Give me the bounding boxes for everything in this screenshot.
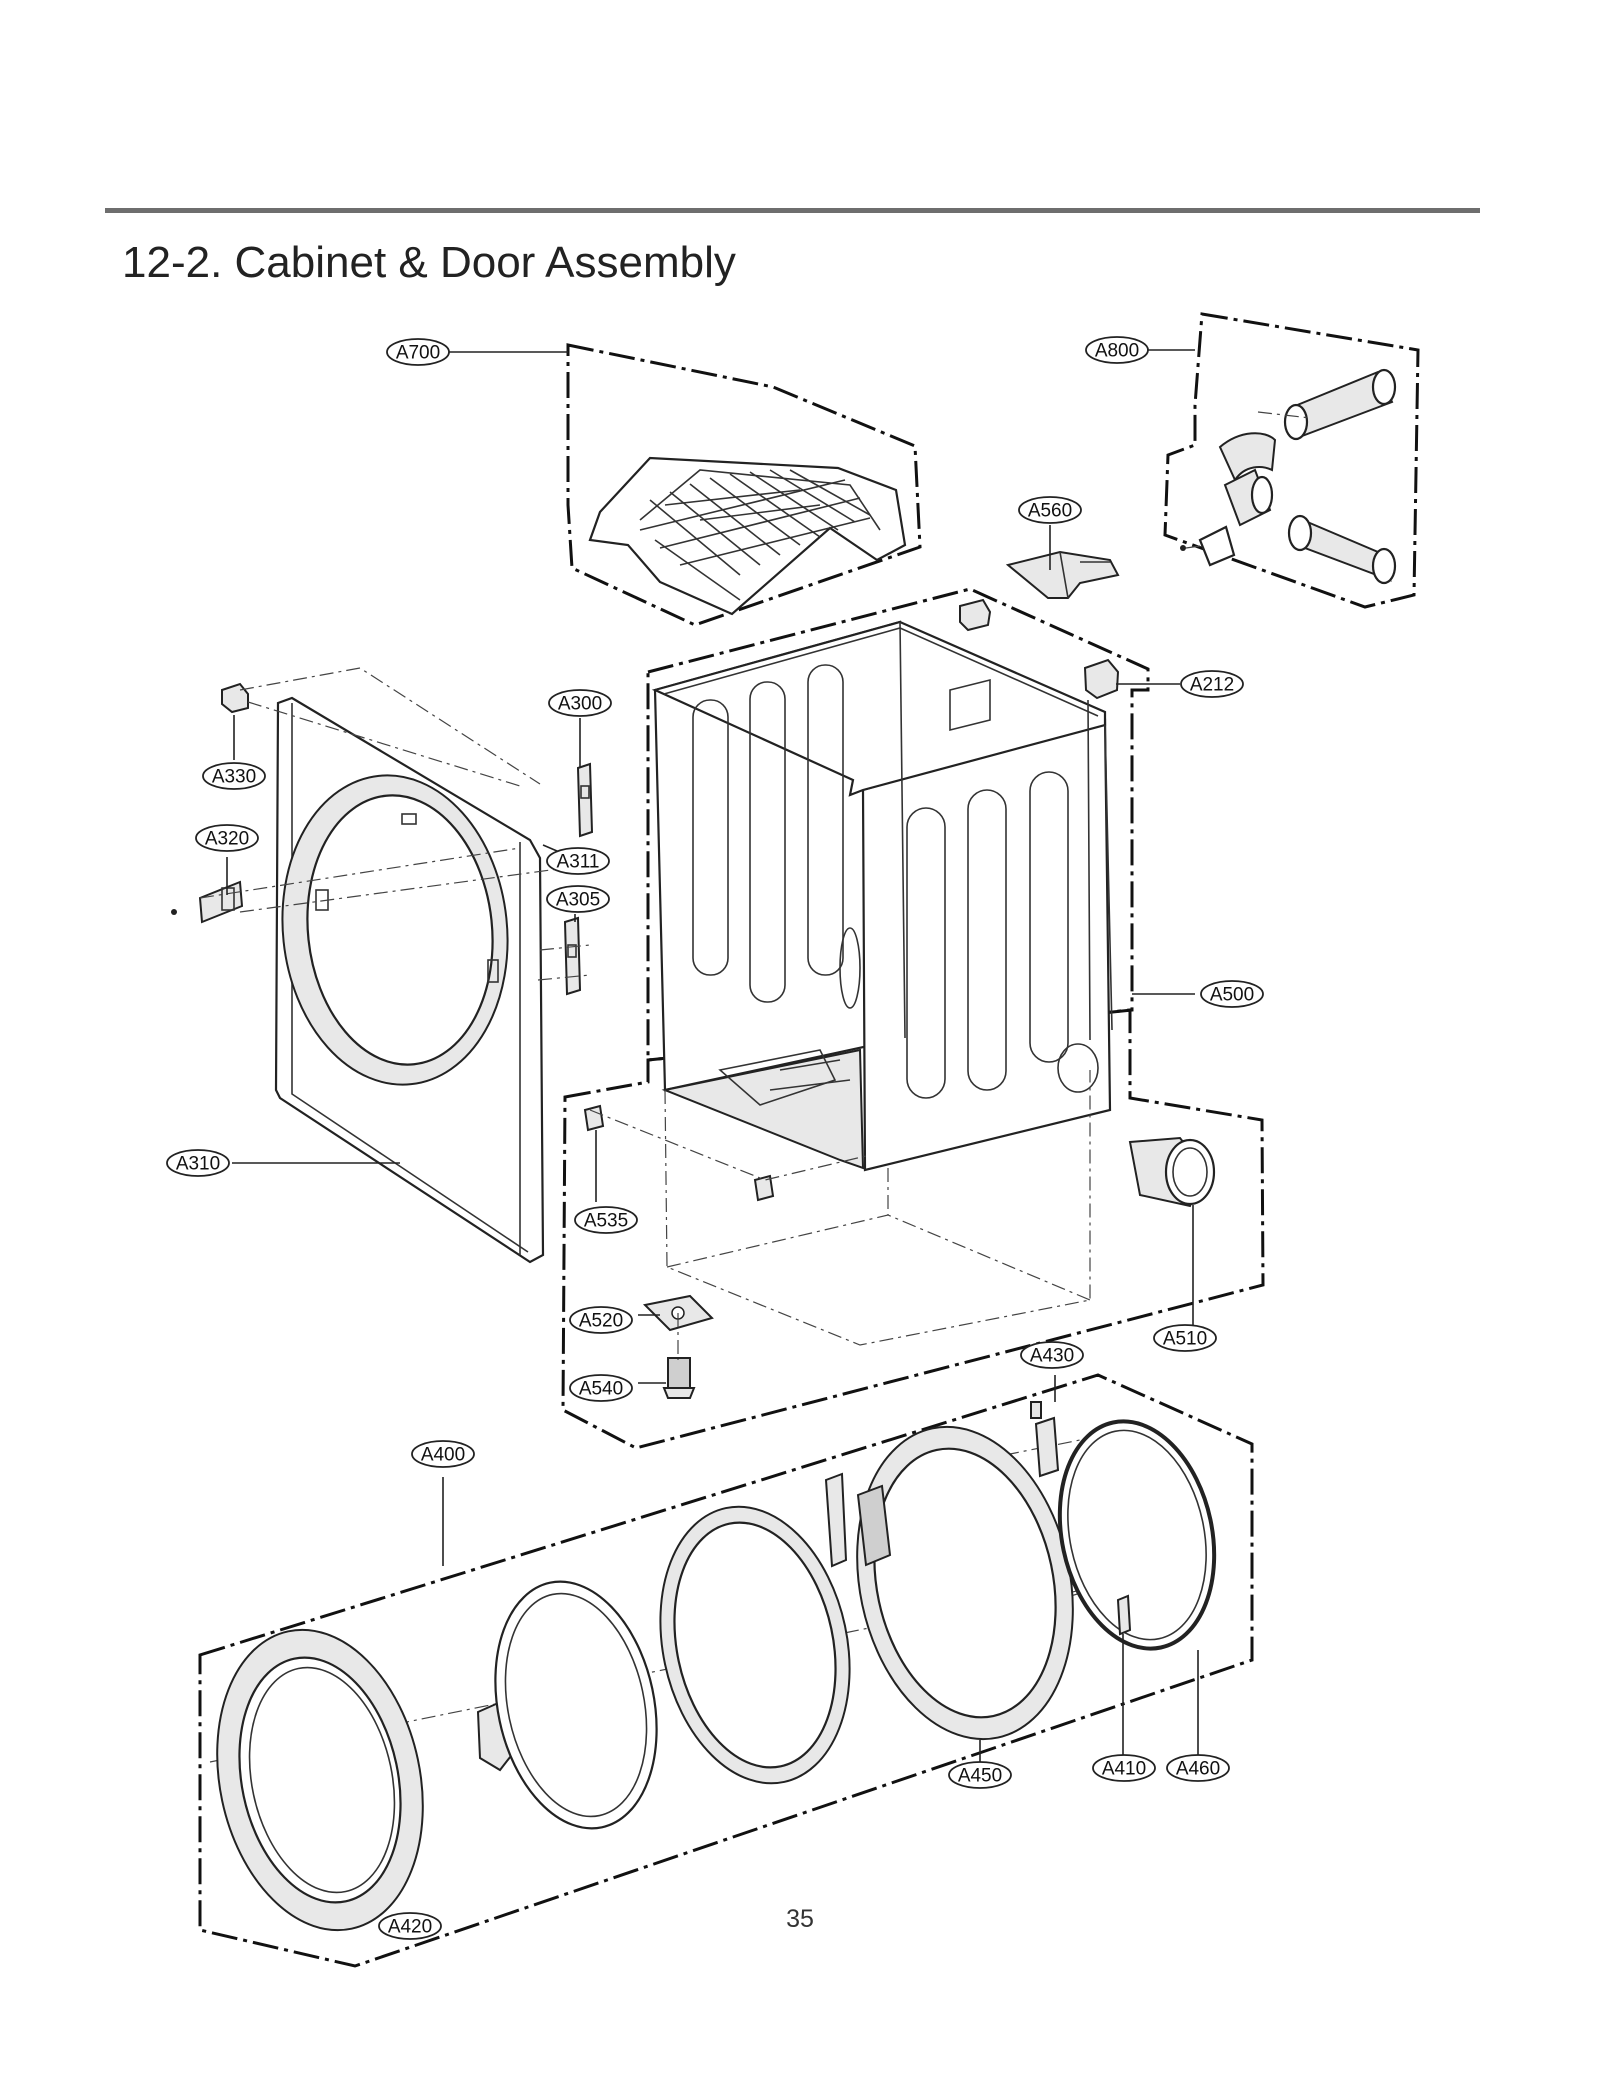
callout-a460: A460 bbox=[1166, 1754, 1230, 1782]
part-a700-drying-rack bbox=[588, 456, 907, 616]
part-a540-leveling-leg bbox=[662, 1357, 696, 1399]
callout-label: A800 bbox=[1095, 341, 1139, 362]
part-a500-cabinet bbox=[651, 620, 1113, 1172]
callout-label: A460 bbox=[1176, 1759, 1220, 1780]
callout-label: A310 bbox=[176, 1154, 220, 1175]
callout-label: A540 bbox=[579, 1379, 623, 1400]
part-a212-bracket bbox=[959, 598, 1120, 700]
part-a510-vent-tube bbox=[1128, 1136, 1216, 1208]
page-number: 35 bbox=[786, 1905, 814, 1933]
part-door-hinge-plate bbox=[824, 1472, 848, 1568]
part-a420-door-outer-ring bbox=[216, 1628, 424, 1932]
callout-label: A520 bbox=[579, 1311, 623, 1332]
group-boundary-cabinet bbox=[646, 587, 1150, 1062]
part-a535-clip bbox=[583, 1104, 775, 1202]
callout-label: A320 bbox=[205, 829, 249, 850]
group-boundary-door bbox=[198, 1373, 1254, 1968]
callout-label: A535 bbox=[584, 1211, 628, 1232]
callout-a310: A310 bbox=[166, 1149, 230, 1177]
callout-a560: A560 bbox=[1018, 496, 1082, 524]
part-a800-exhaust-duct-kit bbox=[1180, 368, 1397, 585]
group-boundary-a800 bbox=[1163, 312, 1420, 609]
callout-label: A510 bbox=[1163, 1329, 1207, 1350]
callout-a510: A510 bbox=[1153, 1324, 1217, 1352]
callout-a212: A212 bbox=[1180, 670, 1244, 698]
callout-a420: A420 bbox=[378, 1912, 442, 1940]
part-a450-door-inner-frame bbox=[856, 1425, 1074, 1741]
part-a320-bracket bbox=[171, 880, 244, 924]
callout-label: A450 bbox=[958, 1766, 1002, 1787]
callout-labels: A700 A800A560A212A300A330A320A311A305A500… bbox=[166, 336, 1264, 1940]
callout-a300: A300 bbox=[548, 689, 612, 717]
callout-label: A700 bbox=[396, 343, 440, 364]
callout-label: A300 bbox=[558, 694, 602, 715]
part-a300-hinge-plate bbox=[576, 762, 594, 838]
part-a460-gasket bbox=[1057, 1419, 1217, 1651]
part-a310-front-panel bbox=[274, 696, 545, 1264]
callout-a520: A520 bbox=[569, 1306, 633, 1334]
callout-label: A400 bbox=[421, 1445, 465, 1466]
callout-a410: A410 bbox=[1092, 1754, 1156, 1782]
callout-a320: A320 bbox=[195, 824, 259, 852]
callout-a500: A500 bbox=[1200, 980, 1264, 1008]
callout-a450: A450 bbox=[948, 1761, 1012, 1789]
callout-a540: A540 bbox=[569, 1374, 633, 1402]
callout-label: A410 bbox=[1102, 1759, 1146, 1780]
callout-label: A500 bbox=[1210, 985, 1254, 1006]
callout-label: A330 bbox=[212, 767, 256, 788]
callout-a330: A330 bbox=[202, 762, 266, 790]
part-a410-latch bbox=[1116, 1594, 1132, 1636]
header-rule bbox=[105, 208, 1480, 213]
group-boundary-base bbox=[561, 1008, 1265, 1450]
part-door-glass-inner bbox=[494, 1580, 658, 1830]
group-boundary-a700 bbox=[566, 343, 922, 627]
page-title: 12-2. Cabinet & Door Assembly bbox=[122, 238, 736, 287]
callout-a800: A800 bbox=[1085, 336, 1149, 364]
part-door-glass-outer bbox=[659, 1505, 851, 1785]
callout-label: A560 bbox=[1028, 501, 1072, 522]
part-a305-hinge-plate bbox=[563, 916, 582, 996]
part-a560-scoop bbox=[1005, 550, 1120, 599]
callout-a430: A430 bbox=[1020, 1341, 1084, 1369]
part-a430-hinge bbox=[1030, 1401, 1060, 1478]
callout-label: A311 bbox=[557, 852, 600, 873]
callout-a305: A305 bbox=[546, 885, 610, 913]
callout-label: A420 bbox=[388, 1917, 432, 1938]
callout-label: A305 bbox=[556, 890, 600, 911]
part-a330-clip bbox=[221, 682, 249, 714]
callout-a535: A535 bbox=[574, 1206, 638, 1234]
callout-a311: A311 bbox=[546, 847, 610, 875]
callout-label: A430 bbox=[1030, 1346, 1074, 1367]
callout-a700: A700 bbox=[386, 338, 450, 366]
callout-a400: A400 bbox=[411, 1440, 475, 1468]
callout-label: A212 bbox=[1190, 675, 1234, 696]
